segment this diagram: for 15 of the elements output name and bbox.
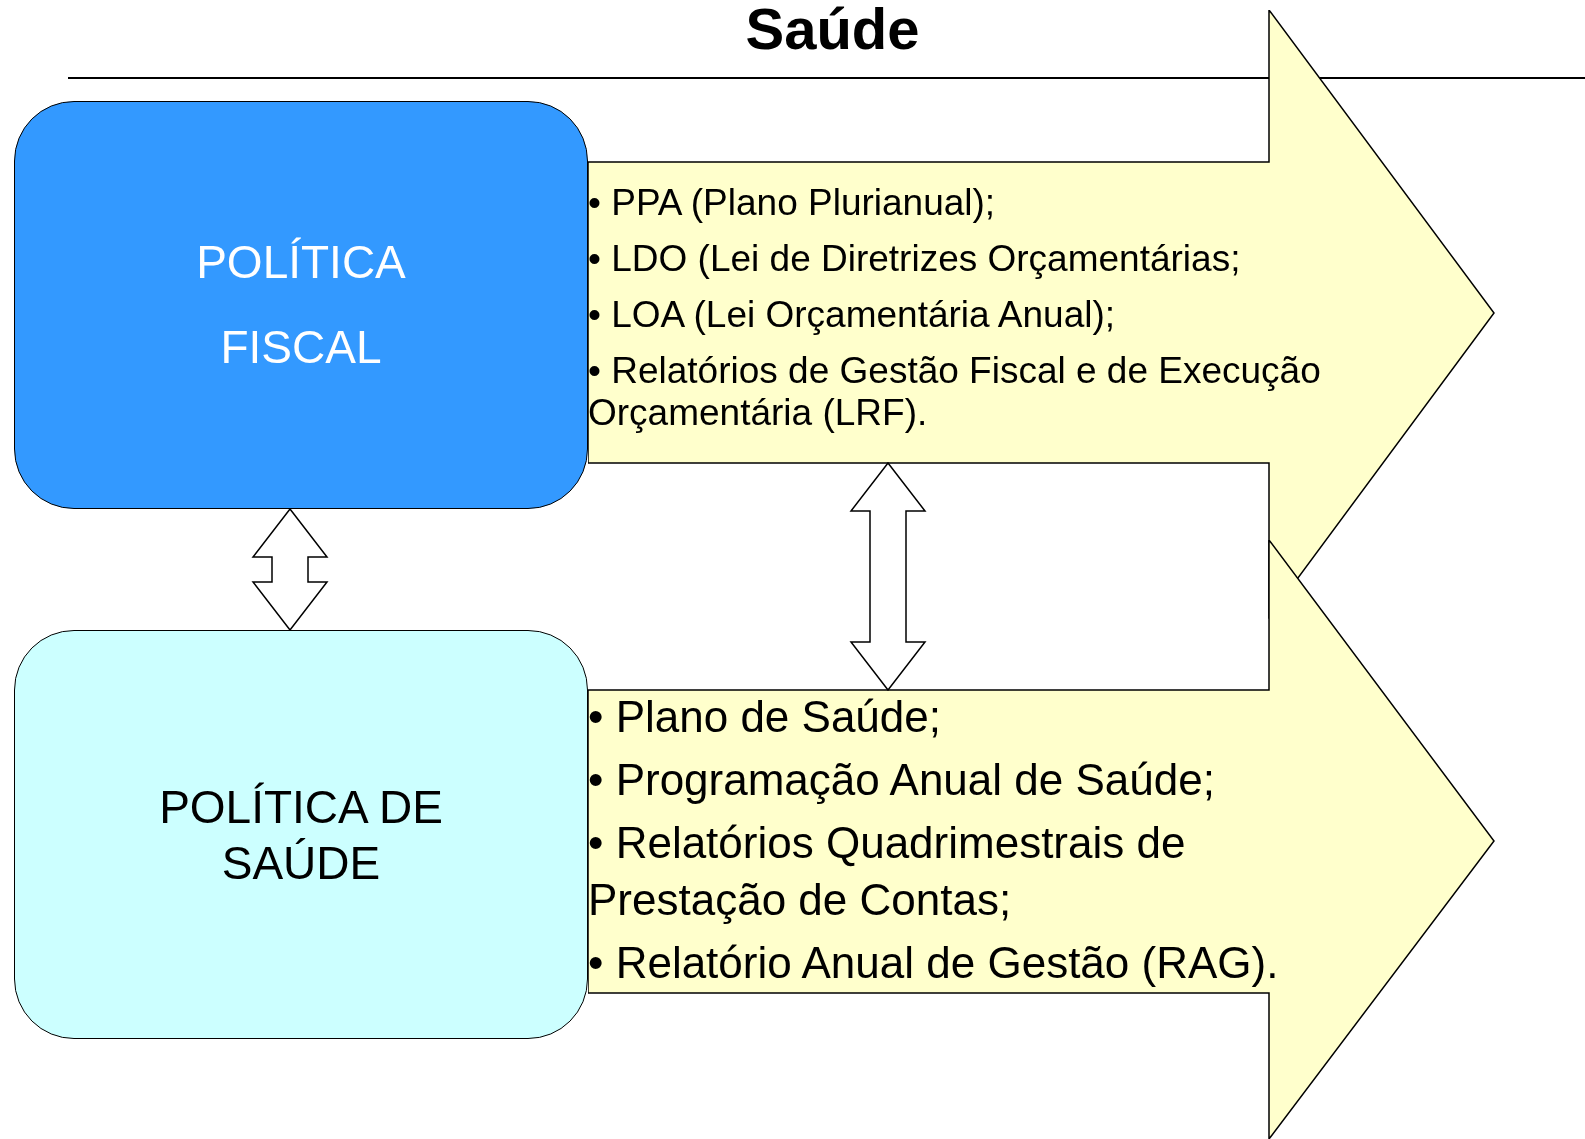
bullet-item: • Plano de Saúde; [588, 691, 942, 743]
double-arrow [849, 461, 927, 692]
box-label: POLÍTICA FISCAL [195, 235, 407, 375]
bullet-item: • Relatórios de Gestão Fiscal e de Execução Orçamentária (LRF). [588, 350, 1322, 434]
box-label: POLÍTICA DE SAÚDE [158, 779, 444, 891]
bullet-item: • Programação Anual de Saúde; [588, 754, 1216, 806]
bullet-item: • Relatórios Quadrimestrais de Prestação de Contas; [588, 817, 1187, 926]
title: Saúde [744, 0, 921, 63]
double-arrow [251, 507, 329, 632]
bullet-item: • LOA (Lei Orçamentária Anual); [588, 294, 1117, 336]
policy-box [14, 101, 588, 509]
bullet-item: • PPA (Plano Plurianual); [588, 182, 997, 224]
policy-box [14, 630, 588, 1039]
bullet-item: • LDO (Lei de Diretrizes Orçamentárias; [588, 238, 1242, 280]
bullet-item: • Relatório Anual de Gestão (RAG). [588, 937, 1280, 989]
